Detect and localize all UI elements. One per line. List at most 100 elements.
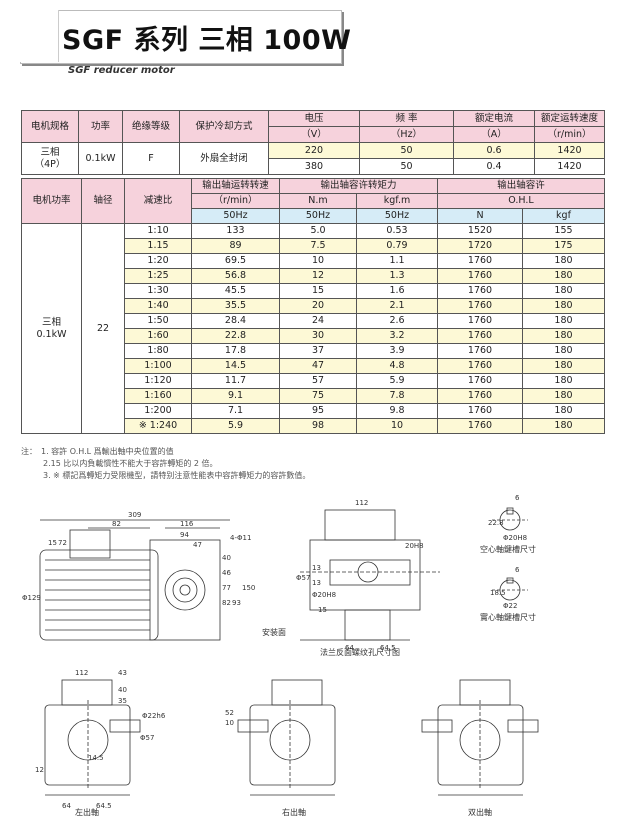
double-shaft-view xyxy=(421,679,539,796)
th-out-speed: 输出轴运转转速 xyxy=(191,178,280,194)
notes-prefix: 注： xyxy=(21,447,37,456)
ratio-cell-kgfm: 7.8 xyxy=(356,388,438,404)
ratio-cell-speed: 11.7 xyxy=(191,373,280,389)
ratio-cell-nm: 98 xyxy=(279,418,357,434)
th-voltage: 电压 xyxy=(268,110,360,127)
title-bar xyxy=(20,10,342,64)
ratio-cell-speed: 56.8 xyxy=(191,268,280,284)
ratio-cell-kgf: 180 xyxy=(522,343,605,359)
right-shaft-view xyxy=(237,679,336,796)
ratio-cell-ratio: 1:30 xyxy=(124,283,192,299)
ratio-cell-kgf: 180 xyxy=(522,328,605,344)
caption-mount-face: 安装面 xyxy=(262,627,286,637)
dim-label: 82 xyxy=(112,520,121,528)
caption-double-shaft: 双出軸 xyxy=(468,807,492,817)
dim-label: 82 xyxy=(222,599,231,607)
key-slot-views xyxy=(492,507,528,601)
dim-label: 12 xyxy=(35,766,44,774)
ratio-cell-n: 1760 xyxy=(437,313,523,329)
dim-label: 14.5 xyxy=(88,754,104,762)
th-nm: N.m xyxy=(279,193,357,209)
dim-label: Φ57 xyxy=(296,574,310,582)
motor-side-view xyxy=(39,519,230,641)
ratio-cell-kgf: 180 xyxy=(522,418,605,434)
ratio-cell-ratio: 1:80 xyxy=(124,343,192,359)
th-kgfm: kgf.m xyxy=(356,193,438,209)
dim-label: 18.5 xyxy=(490,589,506,597)
th-ratio: 减速比 xyxy=(124,178,192,224)
ratio-cell-kgf: 180 xyxy=(522,283,605,299)
title-accent xyxy=(20,10,59,62)
th-model: 电机规格 xyxy=(21,110,79,143)
ratio-cell-speed: 7.1 xyxy=(191,403,280,419)
caption-hollow-key: 空心軸鍵槽尺寸 xyxy=(480,544,536,554)
th-current: 额定电流 xyxy=(453,110,535,127)
dim-label: Φ20H8 xyxy=(312,591,336,599)
dim-label: 22.8 xyxy=(488,519,504,527)
ratio-cell-kgfm: 2.1 xyxy=(356,298,438,314)
dim-label: 10 xyxy=(225,719,234,727)
ratio-cell-n: 1760 xyxy=(437,388,523,404)
dim-label: 46 xyxy=(222,569,231,577)
dim-label: 64 xyxy=(62,802,71,810)
ratio-cell-ratio: 1:10 xyxy=(124,223,192,239)
spec-insulation: F xyxy=(122,142,180,175)
spec-current: 0.4 xyxy=(453,158,535,175)
dim-label: 116 xyxy=(180,520,194,528)
ratio-cell-kgf: 175 xyxy=(522,238,605,254)
dim-label: 309 xyxy=(128,511,141,519)
ratio-cell-ratio: 1:25 xyxy=(124,268,192,284)
th-hz: 50Hz xyxy=(356,208,438,224)
page-subtitle: SGF reducer motor xyxy=(68,65,175,76)
ratio-cell-nm: 57 xyxy=(279,373,357,389)
ratio-cell-n: 1760 xyxy=(437,253,523,269)
ratio-cell-kgfm: 5.9 xyxy=(356,373,438,389)
dim-label: 20H8 xyxy=(405,542,424,550)
ratio-cell-kgfm: 0.53 xyxy=(356,223,438,239)
ratio-cell-speed: 17.8 xyxy=(191,343,280,359)
left-shaft-view xyxy=(44,679,141,796)
dim-label: 72 xyxy=(58,539,67,547)
spec-speed: 1420 xyxy=(534,158,605,175)
dim-label: 64.5 xyxy=(380,644,396,652)
ratio-cell-n: 1760 xyxy=(437,373,523,389)
note-item: 3. ※ 標記爲轉矩力受限機型，請特别注意性能表中容許轉矩力的容許數值。 xyxy=(43,471,311,480)
dim-label: 112 xyxy=(355,499,368,507)
ratio-cell-ratio: 1:40 xyxy=(124,298,192,314)
spec-speed: 1420 xyxy=(534,142,605,159)
th-insulation: 绝缘等级 xyxy=(122,110,180,143)
th-hz: 50Hz xyxy=(191,208,280,224)
ratio-cell-speed: 22.8 xyxy=(191,328,280,344)
spec-cooling: 外扇全封闭 xyxy=(179,142,269,175)
ratio-cell-kgfm: 1.3 xyxy=(356,268,438,284)
ratio-cell-kgf: 180 xyxy=(522,373,605,389)
th-cooling: 保护冷却方式 xyxy=(179,110,269,143)
dim-label: 112 xyxy=(75,669,88,677)
ratio-cell-ratio: 1:120 xyxy=(124,373,192,389)
th-out-torque: 输出轴容许转矩力 xyxy=(279,178,438,194)
ratio-cell-nm: 5.0 xyxy=(279,223,357,239)
caption-left-shaft: 左出軸 xyxy=(75,807,99,817)
dim-label: 43 xyxy=(118,669,127,677)
dim-label: 13 xyxy=(312,579,321,587)
th-hz: 50Hz xyxy=(279,208,357,224)
ratio-cell-speed: 28.4 xyxy=(191,313,280,329)
page-title: SGF 系列 三相 100W xyxy=(62,25,352,56)
caption-right-shaft: 右出軸 xyxy=(282,807,306,817)
ratio-cell-nm: 95 xyxy=(279,403,357,419)
ratio-cell-n: 1760 xyxy=(437,268,523,284)
spec-model: 三相（4P） xyxy=(21,142,79,175)
flange-view xyxy=(300,509,440,641)
spec-table: 电机规格 功率 绝缘等级 保护冷却方式 电压 频 率 额定电流 额定运转速度 （… xyxy=(21,110,605,175)
ratio-cell-kgfm: 0.79 xyxy=(356,238,438,254)
ratio-cell-ratio: ※ 1:240 xyxy=(124,418,192,434)
ratio-cell-nm: 75 xyxy=(279,388,357,404)
ratio-cell-n: 1760 xyxy=(437,358,523,374)
spec-freq: 50 xyxy=(359,142,454,159)
